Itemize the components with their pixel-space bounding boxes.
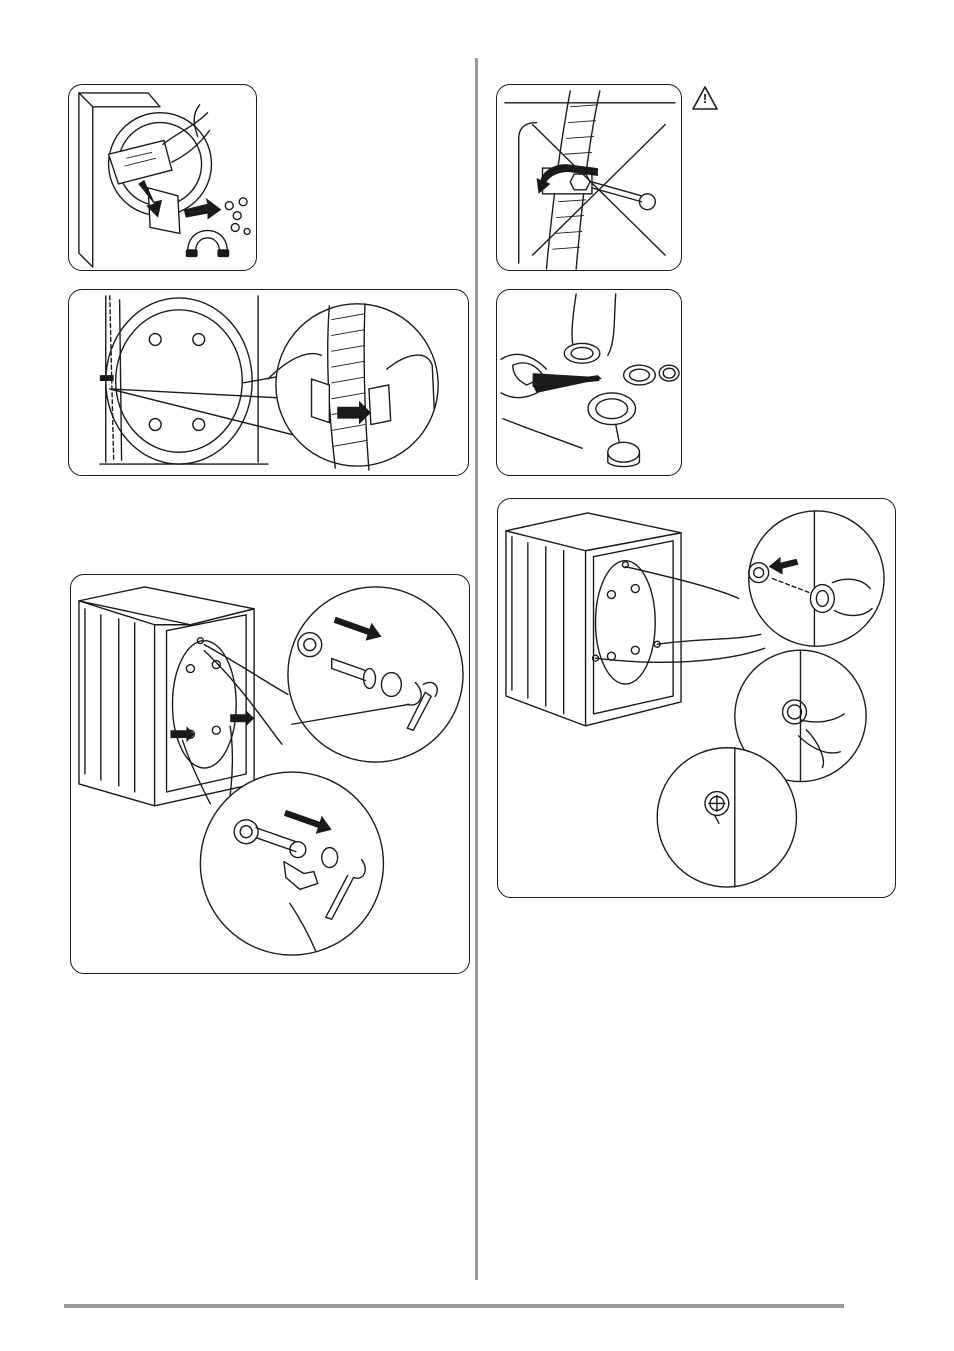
figure-release-hose-clips	[68, 289, 469, 476]
hose-clip-icon	[69, 290, 468, 475]
figure-insert-plastic-caps	[497, 498, 896, 898]
footer-rule	[64, 1304, 844, 1308]
figure-remove-transit-bag	[68, 84, 257, 271]
warning-triangle-icon: !	[692, 86, 718, 110]
column-divider	[475, 58, 478, 1280]
warning-exclamation: !	[692, 91, 718, 107]
scissors-icon	[497, 290, 681, 475]
figure-unscrew-transit-bolts	[70, 574, 470, 974]
figure-do-not-loosen-hose	[496, 84, 682, 271]
plug-cap-icon	[498, 499, 895, 897]
crossed-out-wrench-icon	[497, 85, 681, 270]
figure-cut-plastic-caps	[496, 289, 682, 476]
washing-machine-drum-icon	[69, 85, 256, 270]
wrench-icon	[71, 575, 469, 973]
